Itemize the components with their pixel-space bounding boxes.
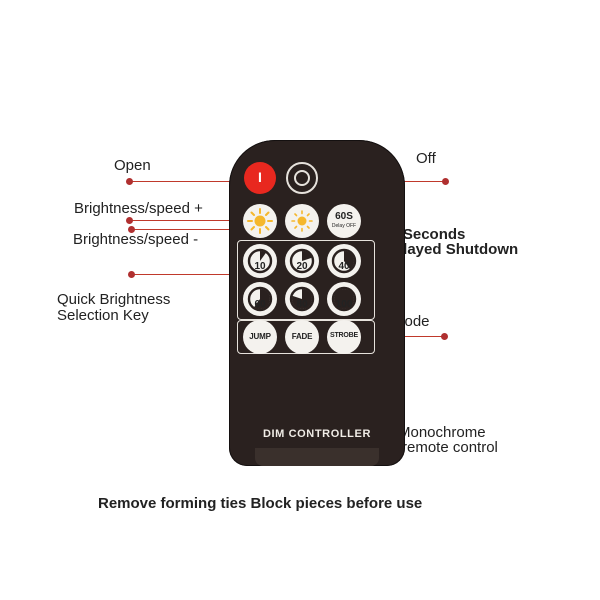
label-open: Open — [114, 157, 151, 174]
leader-brightness-minus — [132, 229, 290, 230]
mode-jump-label: JUMP — [249, 332, 271, 341]
label-off: Off — [416, 150, 436, 167]
brightness-plus-button[interactable] — [243, 204, 277, 238]
leader-dot-open — [126, 178, 133, 185]
brightness-pie-fill — [344, 251, 355, 270]
brightness-pie-fill — [302, 251, 312, 261]
brightness-level-label: 80 — [296, 299, 308, 310]
brightness-pie-icon — [331, 286, 357, 312]
delay-off-button[interactable]: 60S Delay OFF — [327, 204, 361, 238]
label-delay-line2: Delayed Shutdown — [384, 241, 519, 258]
label-quick-line1: Quick Brightness — [57, 291, 171, 308]
mode-jump-button[interactable]: JUMP — [243, 320, 277, 354]
brightness-pie-icon — [247, 286, 273, 312]
power-off-button[interactable] — [286, 162, 318, 194]
delay-sub-text: Delay OFF — [331, 223, 357, 229]
leader-dot-off — [442, 178, 449, 185]
leader-dot-mode — [441, 333, 448, 340]
model-title: DIM CONTROLLER — [262, 428, 371, 440]
brightness-pie-fill — [292, 289, 313, 309]
brightness-level-40-button[interactable]: 40 — [327, 244, 361, 278]
sun-dim-icon — [291, 210, 313, 232]
leader-dot-quick — [128, 271, 135, 278]
mode-strobe-button[interactable]: STROBE — [327, 320, 361, 354]
delay-main-text: 60S — [335, 211, 353, 222]
mode-fade-button[interactable]: FADE — [285, 320, 319, 354]
mode-fade-label: FADE — [291, 332, 313, 341]
label-quick-line2: Selection Key — [57, 307, 149, 324]
leader-brightness-plus — [130, 220, 244, 221]
brightness-pie-fill — [254, 289, 270, 309]
brightness-level-100-button[interactable]: 100 — [327, 282, 361, 316]
brightness-pie-fill — [334, 289, 354, 309]
footer-note: Remove forming ties Block pieces before … — [98, 495, 423, 512]
leader-quick — [132, 274, 236, 275]
brightness-pie-fill — [260, 251, 266, 261]
brightness-pie-icon — [247, 248, 273, 274]
brightness-level-label: 40 — [338, 261, 350, 272]
quick-brightness-panel — [237, 240, 375, 320]
label-mono-line2: remote control — [402, 439, 498, 456]
brightness-level-20-button[interactable]: 20 — [285, 244, 319, 278]
sun-bright-icon — [247, 208, 273, 234]
remote-control: I — [229, 140, 405, 466]
leader-dot-brightness-plus — [126, 217, 133, 224]
brightness-minus-button[interactable] — [285, 204, 319, 238]
brightness-level-80-button[interactable]: 80 — [285, 282, 319, 316]
power-on-symbol: I — [258, 169, 262, 185]
leader-open — [130, 181, 242, 182]
brightness-level-label: 10 — [254, 261, 266, 272]
leader-mode — [365, 336, 445, 337]
power-on-button[interactable]: I — [244, 162, 276, 194]
brightness-level-label: 20 — [296, 261, 308, 272]
brightness-level-label: 100 — [335, 299, 353, 310]
label-mono-line1: Monochrome — [398, 424, 486, 441]
circle-icon — [294, 170, 310, 186]
brightness-pie-icon — [289, 248, 315, 274]
brightness-level-label: 60 — [254, 299, 266, 310]
label-brightness-plus: Brightness/speed + — [74, 200, 203, 217]
mode-strobe-label: STROBE — [330, 332, 358, 339]
brightness-pie-icon — [289, 286, 315, 312]
brightness-pie-icon — [331, 248, 357, 274]
remote-bottom-edge — [255, 448, 379, 466]
brightness-level-60-button[interactable]: 60 — [243, 282, 277, 316]
brightness-level-10-button[interactable]: 10 — [243, 244, 277, 278]
leader-dot-brightness-minus — [128, 226, 135, 233]
label-brightness-minus: Brightness/speed - — [73, 231, 199, 248]
